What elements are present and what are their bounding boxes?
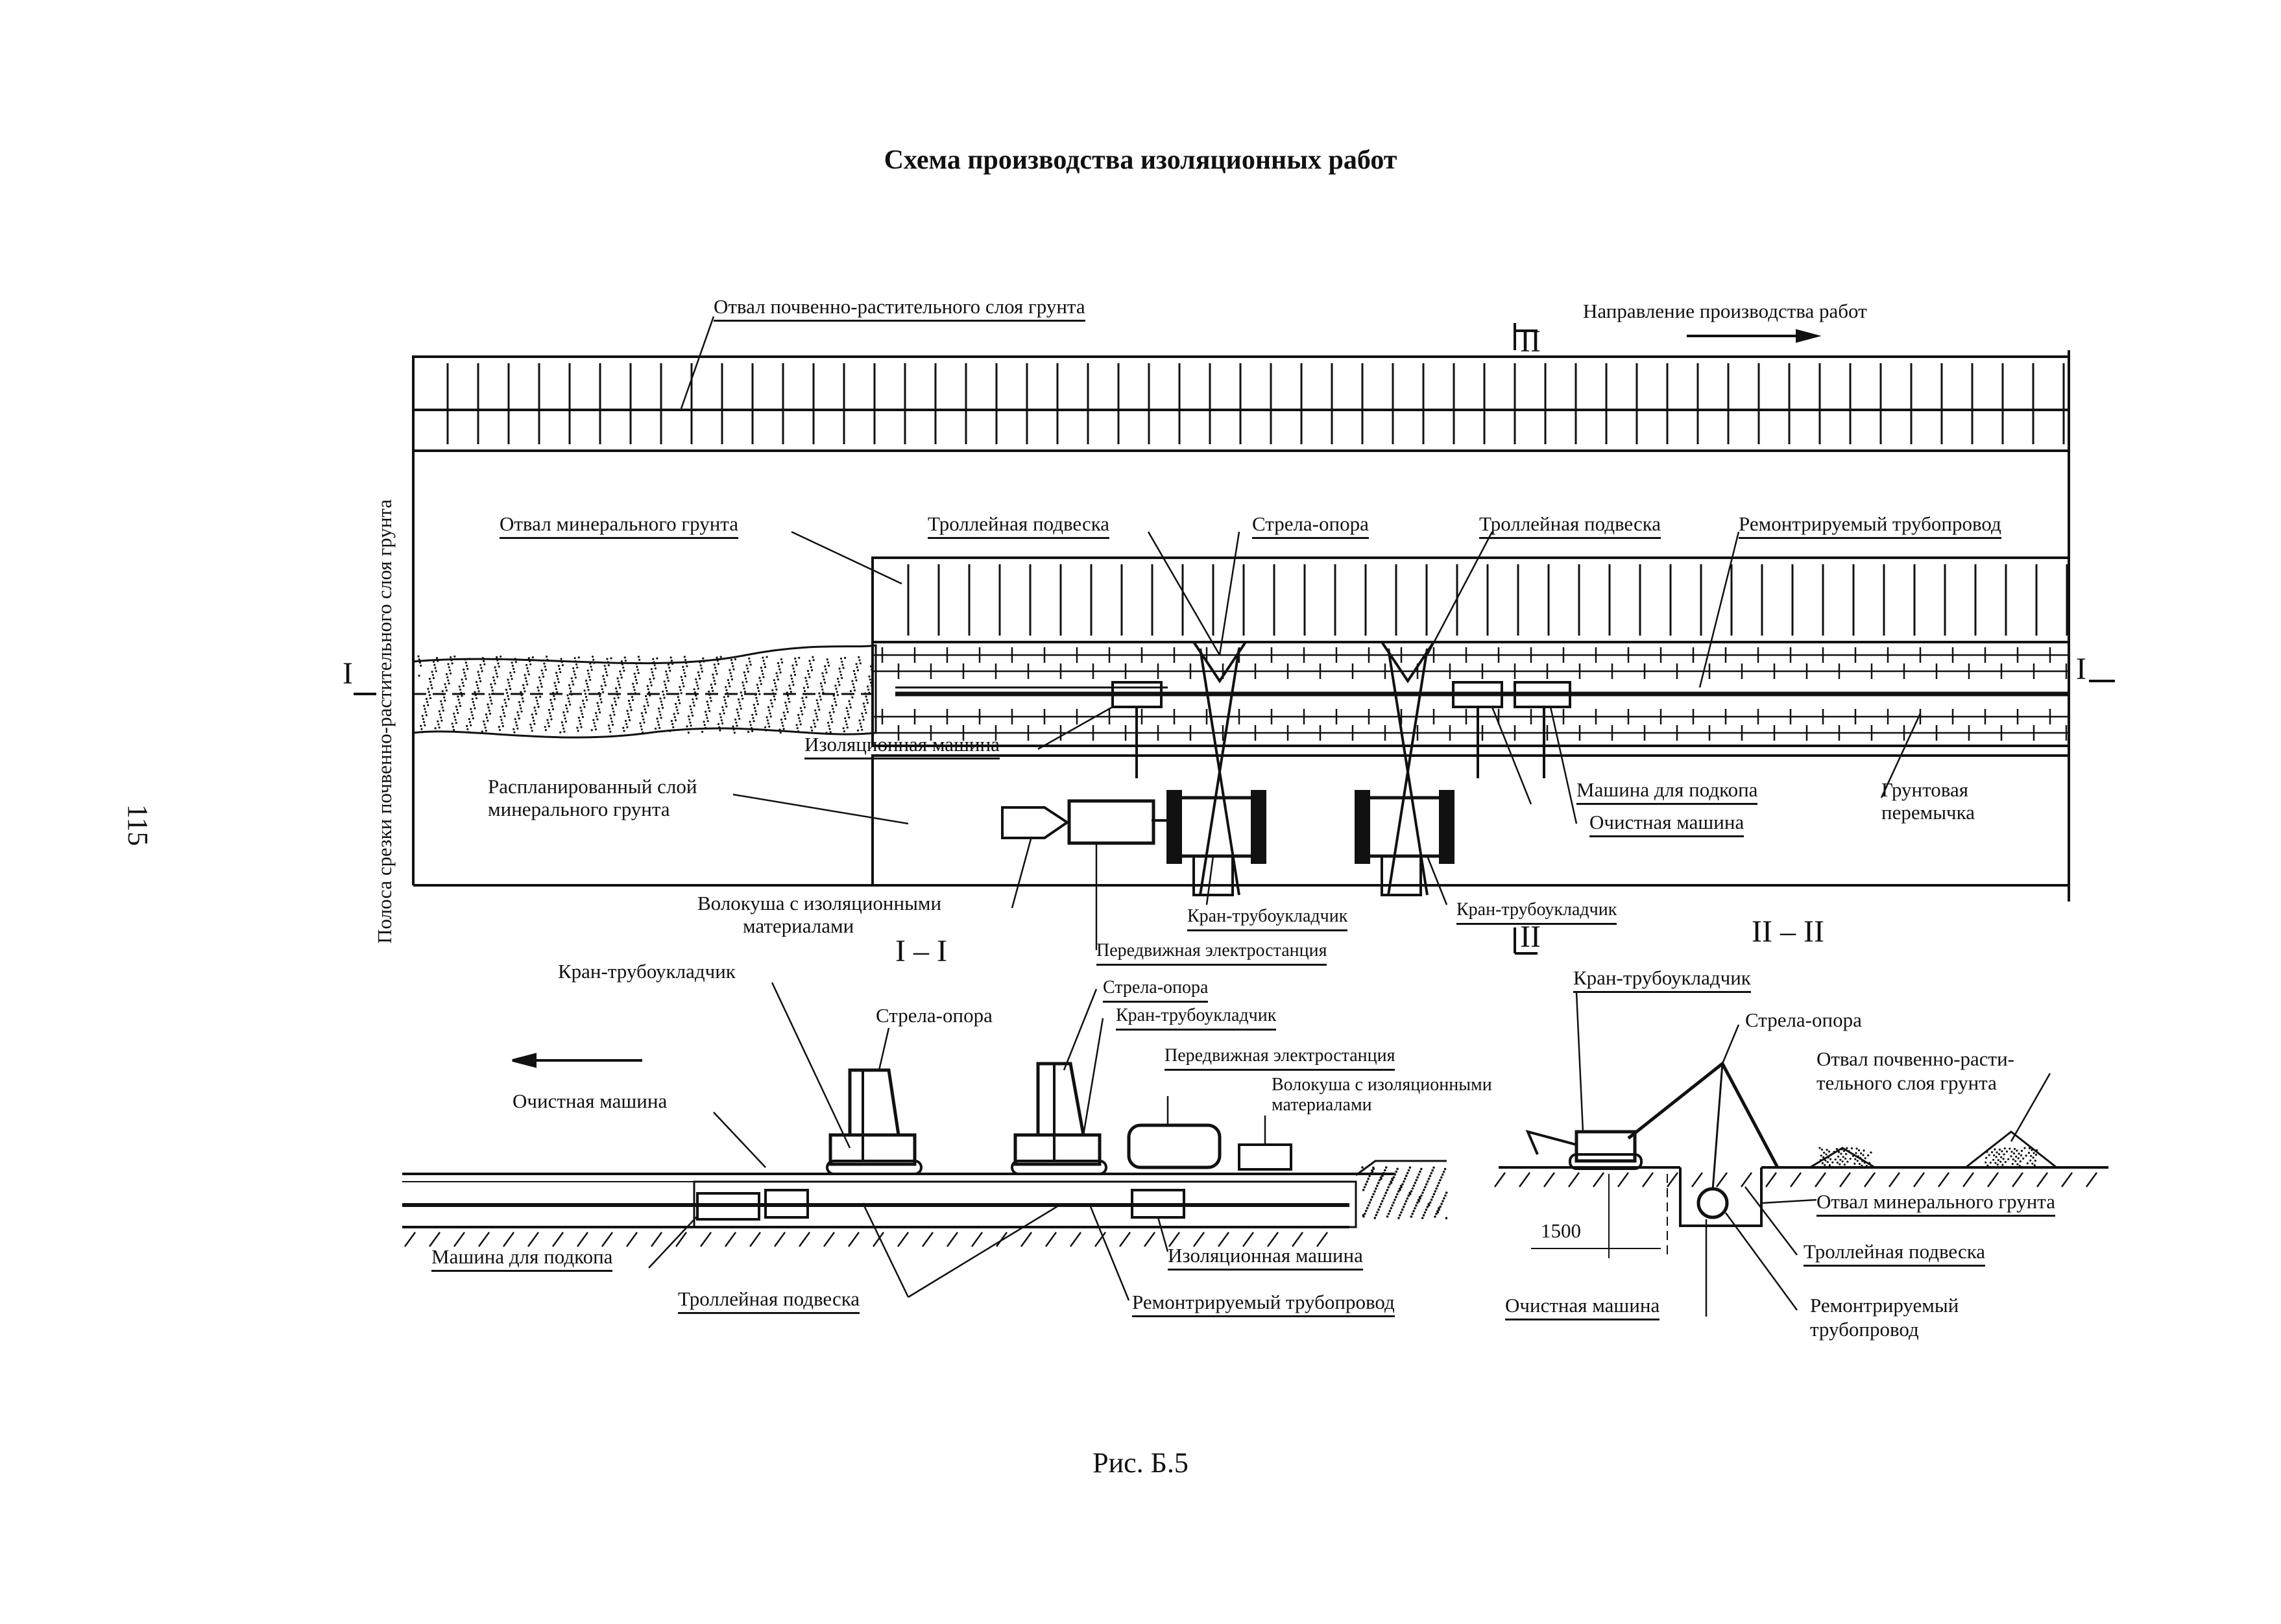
section-i-leader-lines — [648, 982, 1266, 1301]
label-section-ii-top: II — [1520, 324, 1541, 359]
plan-view — [354, 316, 2115, 955]
page-number: 115 — [122, 804, 154, 846]
label-power-station: Передвижная электростанция — [1096, 939, 1327, 966]
label-insulation-machine: Изоляционная машина — [804, 733, 1000, 759]
label-mineral-dump: Отвал минерального грунта — [500, 512, 738, 539]
section-i-label-pipelayer-right: Кран-трубоукладчик — [1116, 1004, 1277, 1031]
plan-drag — [1001, 806, 1070, 839]
section-ii-label-boom: Стрела-опора — [1745, 1009, 1862, 1031]
plan-boom-support-2 — [1379, 641, 1436, 896]
section-i-label-power-station: Передвижная электростанция — [1165, 1044, 1395, 1071]
label-repaired-pipeline: Ремонтрируемый трубопровод — [1739, 512, 2001, 539]
section-ii-ground-hatching — [1493, 1172, 2098, 1188]
label-drag-2: материалами — [743, 914, 854, 937]
section-ii-label-topsoil-1: Отвал почвенно-расти- — [1816, 1047, 2014, 1070]
section-ii-label-trolley: Троллейная подвеска — [1804, 1240, 1986, 1267]
plan-undercut-machine — [1514, 681, 1571, 708]
sand-strip — [412, 644, 877, 739]
section-ii-boom — [1627, 1061, 1780, 1169]
section-ii-label-pipelayer: Кран-трубоукладчик — [1573, 966, 1751, 993]
label-section-i-right: I — [2076, 652, 2086, 686]
section-ii-heading: II – II — [1752, 914, 1824, 949]
sand-strip-stipple — [417, 655, 874, 734]
label-section-i-left: I — [343, 656, 353, 691]
topsoil-dump-hatching — [446, 363, 2065, 444]
section-i-label-drag-1: Волокуша с изоляционными — [1272, 1075, 1492, 1095]
label-trolley-2: Троллейная подвеска — [1479, 512, 1661, 539]
section-i-label-trolley: Троллейная подвеска — [678, 1287, 860, 1314]
section-ii-topsoil-dump — [1965, 1130, 2057, 1169]
section-i-pipelayer-1 — [826, 1068, 923, 1175]
label-direction: Направление производства работ — [1583, 300, 1867, 322]
section-ii-label-pipeline-2: трубопровод — [1810, 1318, 1919, 1341]
label-cleaning-machine: Очистная машина — [1589, 811, 1744, 837]
section-i-label-cleaning-machine: Очистная машина — [513, 1090, 668, 1112]
section-i-pipelayer-2 — [1011, 1062, 1107, 1175]
label-levelled-layer-1: Распланированный слой — [488, 775, 697, 798]
section-i-label-boom-right: Стрела-опора — [1103, 976, 1209, 1003]
section-ii-leader-lines — [1575, 992, 2051, 1317]
section-i-label-repaired-pipeline: Ремонтрируемый трубопровод — [1132, 1291, 1395, 1317]
section-i-label-insulation-machine: Изоляционная машина — [1168, 1244, 1363, 1271]
plan-pipelayer-1 — [1172, 796, 1261, 858]
section-i-label-pipelayer-left: Кран-трубоукладчик — [558, 960, 736, 983]
mineral-dump-hatching — [907, 564, 2068, 636]
label-soil-bridge-2: перемычка — [1881, 801, 1975, 824]
label-pipelayer-1: Кран-трубоукладчик — [1187, 905, 1348, 931]
figure-caption: Рис. Б.5 — [1092, 1447, 1189, 1479]
plan-pipelayer-2 — [1360, 796, 1449, 858]
section-ii-label-mineral-dump: Отвал минерального грунта — [1816, 1190, 2055, 1217]
label-pipelayer-2: Кран-трубоукладчик — [1456, 898, 1617, 925]
label-drag-1: Волокуша с изоляционными — [697, 892, 942, 914]
section-ii-pipe — [1696, 1187, 1729, 1219]
plan-power-station — [1067, 799, 1155, 845]
section-ii-label-cleaning-machine: Очистная машина — [1505, 1294, 1660, 1320]
plan-boom-support-1 — [1191, 641, 1248, 896]
section-ii-trench — [1679, 1167, 1763, 1227]
label-topsoil-dump: Отвал почвенно-растительного слоя грунта — [714, 295, 1085, 322]
plan-leader-lines — [680, 316, 1922, 950]
section-ii-label-pipeline-1: Ремонтрируемый — [1810, 1294, 1959, 1317]
section-i-power-station — [1127, 1123, 1222, 1169]
label-undercut-machine: Машина для подкопа — [1576, 778, 1758, 805]
section-i-undercut-machine — [696, 1192, 760, 1221]
label-levelled-layer-2: минерального грунта — [488, 798, 670, 820]
strip-label: Полоса срезки почвенно-растительного сло… — [373, 499, 396, 944]
mineral-dump-band — [871, 556, 2070, 643]
section-i-view — [402, 982, 1448, 1301]
section-i-label-drag-2: материалами — [1272, 1095, 1372, 1115]
section-ii-pipelayer — [1575, 1130, 1637, 1163]
section-ii-view — [1493, 992, 2108, 1317]
label-section-ii-bottom: II — [1520, 920, 1541, 954]
label-boom-support: Стрела-опора — [1252, 512, 1369, 539]
section-i-cleaning-machine — [764, 1189, 809, 1219]
diagram-title: Схема производства изоляционных работ — [884, 145, 1397, 175]
section-ii-label-topsoil-2: тельного слоя грунта — [1816, 1071, 1997, 1094]
section-i-ground-hatching — [404, 1232, 1329, 1247]
section-i-heading: I – I — [895, 934, 947, 968]
levelled-mineral-layer — [871, 754, 2070, 887]
section-ii-label-dimension: 1500 — [1541, 1219, 1581, 1242]
label-soil-bridge-1: Грунтовая — [1881, 778, 1969, 801]
section-i-label-undercut-machine: Машина для подкопа — [431, 1245, 613, 1272]
label-trolley-1: Троллейная подвеска — [928, 512, 1110, 539]
section-i-drag — [1238, 1143, 1292, 1171]
trench-wall-hatching — [873, 647, 2069, 741]
section-i-label-boom-left: Стрела-опора — [876, 1004, 993, 1027]
